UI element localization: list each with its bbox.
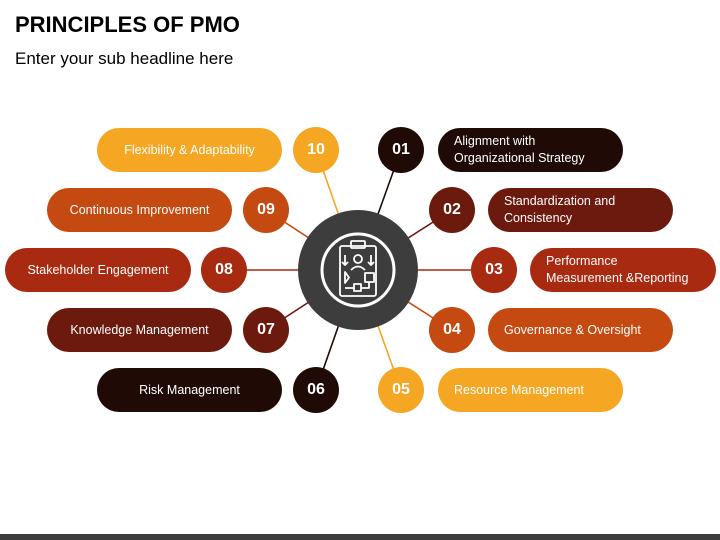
- principle-pill-03: Performance Measurement &Reporting: [530, 248, 716, 292]
- principle-pill-01: Alignment with Organizational Strategy: [438, 128, 623, 172]
- principle-label: Resource Management: [454, 382, 584, 397]
- principle-label: Governance & Oversight: [504, 322, 641, 337]
- principle-label: Continuous Improvement: [69, 202, 210, 217]
- principle-pill-09: Continuous Improvement: [47, 188, 232, 232]
- page-subtitle: Enter your sub headline here: [15, 49, 234, 68]
- principle-number-02: 02: [429, 187, 475, 233]
- central-hub: [298, 210, 418, 330]
- footer-bar: [0, 534, 720, 540]
- principle-label: Flexibility & Adaptability: [124, 142, 255, 157]
- principle-number-04: 04: [429, 307, 475, 353]
- clipboard-workflow-icon: [320, 232, 396, 308]
- principle-number-08: 08: [201, 247, 247, 293]
- principle-pill-04: Governance & Oversight: [488, 308, 673, 352]
- principle-label: Risk Management: [139, 382, 240, 397]
- principle-label: Stakeholder Engagement: [27, 262, 169, 277]
- principle-pill-06: Risk Management: [97, 368, 282, 412]
- principle-number-03: 03: [471, 247, 517, 293]
- principle-number-09: 09: [243, 187, 289, 233]
- principle-label: Performance Measurement &Reporting: [546, 254, 689, 285]
- principle-pill-08: Stakeholder Engagement: [5, 248, 191, 292]
- principle-pill-07: Knowledge Management: [47, 308, 232, 352]
- principle-number-07: 07: [243, 307, 289, 353]
- principle-number-01: 01: [378, 127, 424, 173]
- principle-label: Standardization and Consistency: [504, 194, 616, 225]
- page-title: PRINCIPLES OF PMO: [15, 12, 240, 37]
- principle-label: Alignment with Organizational Strategy: [454, 134, 585, 165]
- principle-pill-02: Standardization and Consistency: [488, 188, 673, 232]
- principle-pill-05: Resource Management: [438, 368, 623, 412]
- principle-pill-10: Flexibility & Adaptability: [97, 128, 282, 172]
- principle-number-05: 05: [378, 367, 424, 413]
- principle-number-10: 10: [293, 127, 339, 173]
- principle-number-06: 06: [293, 367, 339, 413]
- principle-label: Knowledge Management: [70, 322, 209, 337]
